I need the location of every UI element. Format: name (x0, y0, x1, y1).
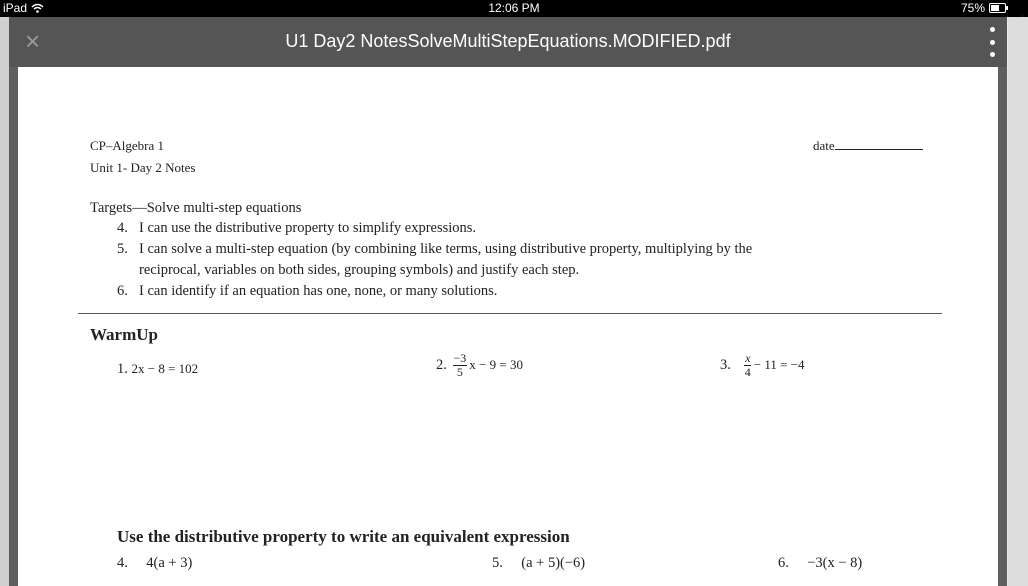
target-text: I can identify if an equation has one, n… (139, 283, 498, 299)
fraction-numerator: −3 (452, 351, 468, 366)
problem-number: 1. (117, 361, 128, 377)
target-text-continued: reciprocal, variables on both sides, gro… (139, 262, 580, 278)
target-item: 4. I can use the distributive property to… (117, 218, 476, 238)
distributive-problem-5: 5. (a + 5)(−6) (492, 555, 585, 572)
status-right: 75% (960, 1, 1008, 15)
device-name: iPad (3, 1, 28, 15)
problem-expression: − 11 = −4 (753, 356, 805, 372)
status-bar: iPad 12:06 PM 75% (0, 0, 1028, 17)
distributive-problem-4: 4. 4(a + 3) (117, 555, 192, 572)
target-text: I can use the distributive property to s… (139, 220, 477, 236)
target-number: 4. (117, 220, 128, 236)
fraction-numerator: x (744, 351, 752, 366)
target-text: I can solve a multi-step equation (by co… (139, 241, 753, 257)
distributive-heading: Use the distributive property to write a… (117, 527, 570, 546)
pdf-page: CP–Algebra 1 Unit 1- Day 2 Notes date Ta… (18, 67, 998, 586)
date-field: date (813, 138, 923, 154)
problem-number: 5. (492, 555, 503, 571)
section-divider (78, 313, 942, 314)
problem-expression: 2x − 8 = 102 (131, 361, 199, 376)
status-left: iPad (3, 1, 44, 15)
wifi-icon (31, 3, 44, 13)
close-icon[interactable]: × (25, 26, 41, 56)
warmup-problem-2: 2. −3 5 x − 9 = 30 (436, 352, 523, 379)
target-item: 5. I can solve a multi-step equation (by … (117, 239, 752, 259)
status-time: 12:06 PM (488, 1, 540, 15)
battery-icon (989, 3, 1008, 13)
problem-expression: (a + 5)(−6) (521, 555, 586, 571)
problem-number: 6. (778, 555, 789, 571)
battery-percent: 75% (960, 1, 985, 15)
problem-number: 2. (436, 356, 447, 373)
fraction-denominator: 4 (744, 365, 751, 379)
fraction: x 4 (744, 352, 752, 379)
unit-label: Unit 1- Day 2 Notes (90, 160, 196, 175)
problem-number: 3. (720, 356, 731, 373)
viewer-toolbar: × U1 Day2 NotesSolveMultiStepEquations.M… (9, 17, 1007, 67)
document-viewport[interactable]: CP–Algebra 1 Unit 1- Day 2 Notes date Ta… (9, 67, 1007, 586)
warmup-problem-3: 3. x 4 − 11 = −4 (720, 352, 805, 379)
document-title: U1 Day2 NotesSolveMultiStepEquations.MOD… (285, 31, 731, 51)
more-options-icon[interactable] (985, 27, 999, 57)
distributive-problem-6: 6. −3(x − 8) (778, 555, 862, 572)
date-blank (834, 139, 923, 150)
problem-expression: −3(x − 8) (807, 555, 863, 571)
fraction: −3 5 (452, 351, 468, 379)
target-number: 6. (117, 283, 128, 299)
date-label: date (813, 138, 835, 153)
problem-expression: x − 9 = 30 (469, 356, 523, 372)
background-edge-left (0, 17, 9, 586)
problem-expression: 4(a + 3) (146, 555, 193, 571)
course-name: CP–Algebra 1 (90, 138, 165, 153)
target-number: 5. (117, 241, 128, 257)
background-edge-right (1008, 17, 1028, 586)
warmup-problem-1: 1. 2x − 8 = 102 (117, 361, 198, 378)
targets-heading: Targets—Solve multi-step equations (90, 200, 302, 216)
target-item: 6. I can identify if an equation has one,… (117, 281, 497, 301)
warmup-heading: WarmUp (90, 325, 158, 344)
fraction-denominator: 5 (456, 365, 463, 379)
problem-number: 4. (117, 555, 128, 571)
